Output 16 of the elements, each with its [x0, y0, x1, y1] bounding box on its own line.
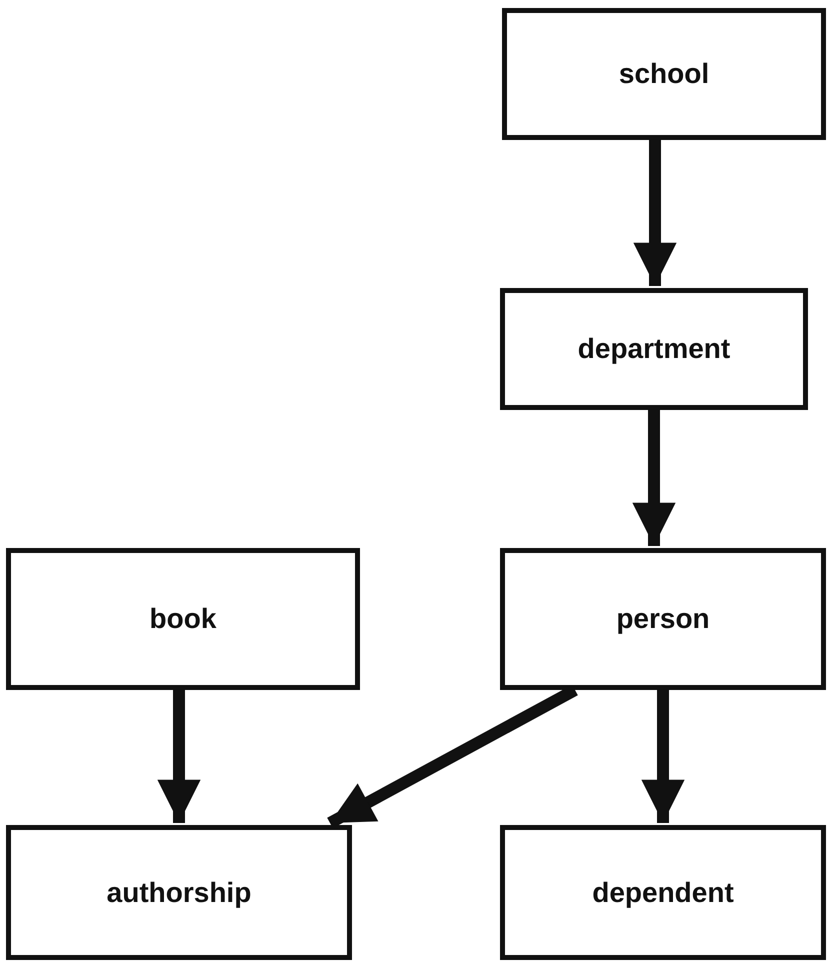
entity-box [6, 548, 360, 690]
arrow [157, 690, 201, 823]
entity-name: dependent [592, 876, 734, 908]
entity-box [500, 548, 826, 690]
entity-name: department [578, 333, 730, 365]
arrow [641, 690, 685, 823]
entity-name: authorship [106, 876, 252, 908]
entity-name: school [618, 58, 710, 90]
entity-box [502, 8, 826, 140]
arrow [632, 410, 676, 546]
entity-name: person [616, 603, 710, 635]
entity-box [500, 288, 808, 410]
entity-name: book [150, 603, 216, 635]
entity-box [500, 825, 826, 960]
entity-box [6, 825, 352, 960]
arrow [633, 140, 677, 286]
